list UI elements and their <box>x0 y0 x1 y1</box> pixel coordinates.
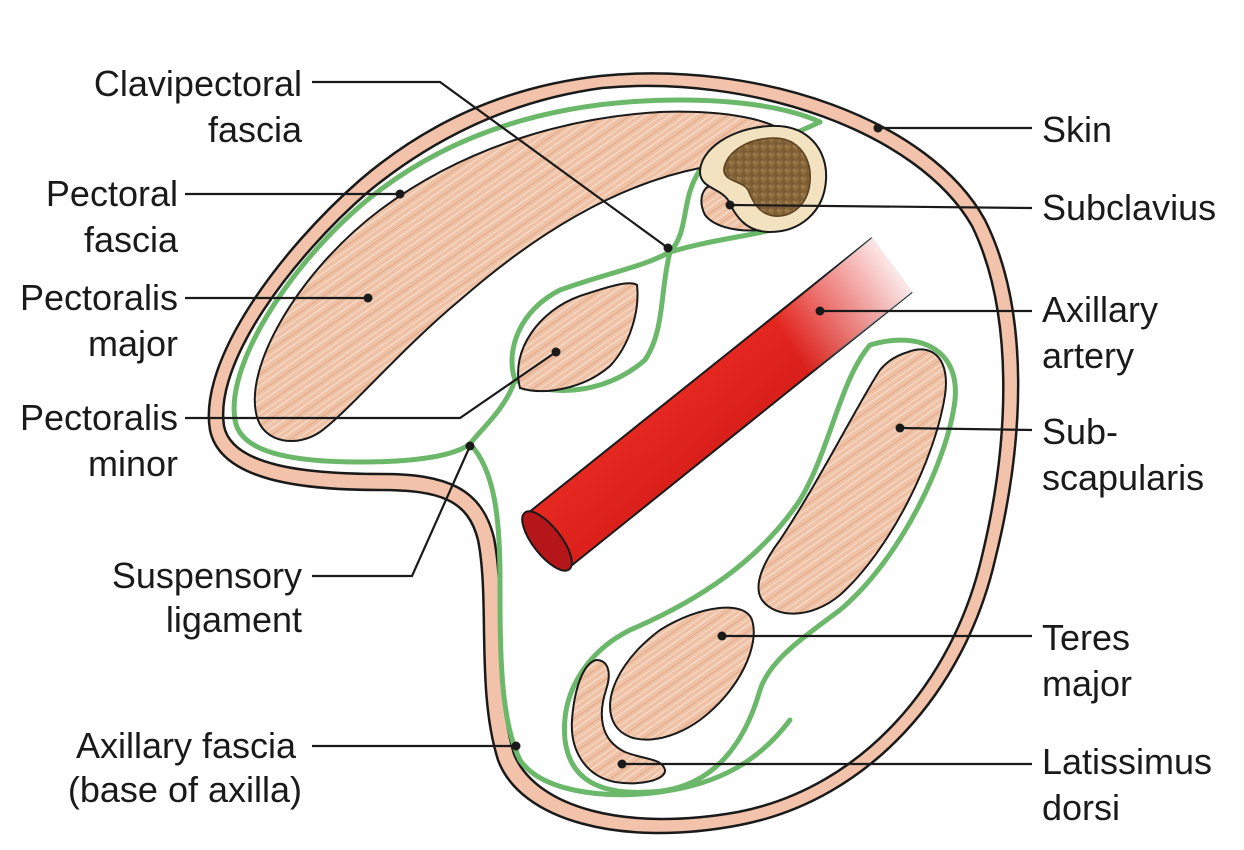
label-suspensory-ligament-1: Suspensory <box>112 555 302 596</box>
axillary-artery-cut-end <box>521 510 573 572</box>
label-teres-major-2: major <box>1042 663 1132 704</box>
label-axillary-artery-1: Axillary <box>1042 289 1158 330</box>
leader-clavipectoral-fascia <box>312 80 669 249</box>
label-subscapularis-2: scapularis <box>1042 457 1204 498</box>
label-axillary-fascia-2: (base of axilla) <box>68 769 302 810</box>
latissimus-dorsi-muscle <box>570 658 666 785</box>
pectoral-fascia-line <box>231 97 823 423</box>
leader-dot-pectoralis-minor <box>551 347 561 357</box>
leader-subclavius <box>729 203 1033 210</box>
subscapularis-sheath <box>561 337 958 795</box>
label-skin: Skin <box>1042 109 1112 150</box>
leader-dot-latissimus-dorsi <box>617 759 627 769</box>
leader-dot-axillary-fascia <box>511 741 521 751</box>
label-pectoralis-major-2: major <box>88 323 178 364</box>
label-clavipectoral-fascia-1: Clavipectoral <box>94 63 302 104</box>
axillary-artery-edge-top <box>527 237 873 514</box>
label-suspensory-ligament-2: ligament <box>166 599 302 640</box>
label-latissimus-dorsi-1: Latissimus <box>1042 741 1212 782</box>
leader-dot-subclavius <box>725 200 735 210</box>
leader-dot-pectoral-fascia <box>395 189 405 199</box>
leader-dot-subscapularis <box>895 423 905 433</box>
axillary-fascia-line <box>467 441 793 798</box>
leader-dot-pectoralis-major <box>363 293 373 303</box>
pectoralis-minor-muscle <box>517 282 639 393</box>
label-pectoralis-major-1: Pectoralis <box>20 277 178 318</box>
leader-dot-clavipectoral-fascia <box>663 243 673 253</box>
label-pectoralis-minor-2: minor <box>88 443 178 484</box>
leader-dot-teres-major <box>717 631 727 641</box>
label-pectoralis-minor-1: Pectoralis <box>20 397 178 438</box>
pectoral-fascia-lower-line <box>232 417 473 465</box>
leader-dot-suspensory-ligament <box>465 441 475 451</box>
label-subclavius: Subclavius <box>1042 187 1216 228</box>
label-subscapularis-1: Sub- <box>1042 411 1118 452</box>
leader-subscapularis <box>899 426 1033 432</box>
label-teres-major-1: Teres <box>1042 617 1130 658</box>
clavicle-marrow <box>723 137 811 217</box>
label-latissimus-dorsi-2: dorsi <box>1042 787 1120 828</box>
leader-dot-skin <box>873 123 883 133</box>
subscapularis-muscle <box>757 348 947 615</box>
label-pectoral-fascia-2: fascia <box>84 219 179 260</box>
clavipectoral-fascia-line <box>467 167 703 447</box>
leader-pectoralis-minor <box>185 351 557 420</box>
leader-dot-axillary-artery <box>815 306 825 316</box>
leader-suspensory-ligament <box>312 445 472 578</box>
teres-major-muscle <box>609 606 755 741</box>
label-pectoral-fascia-1: Pectoral <box>46 173 178 214</box>
label-clavipectoral-fascia-2: fascia <box>208 109 303 150</box>
label-axillary-fascia-1: Axillary fascia <box>76 725 297 766</box>
label-axillary-artery-2: artery <box>1042 335 1134 376</box>
